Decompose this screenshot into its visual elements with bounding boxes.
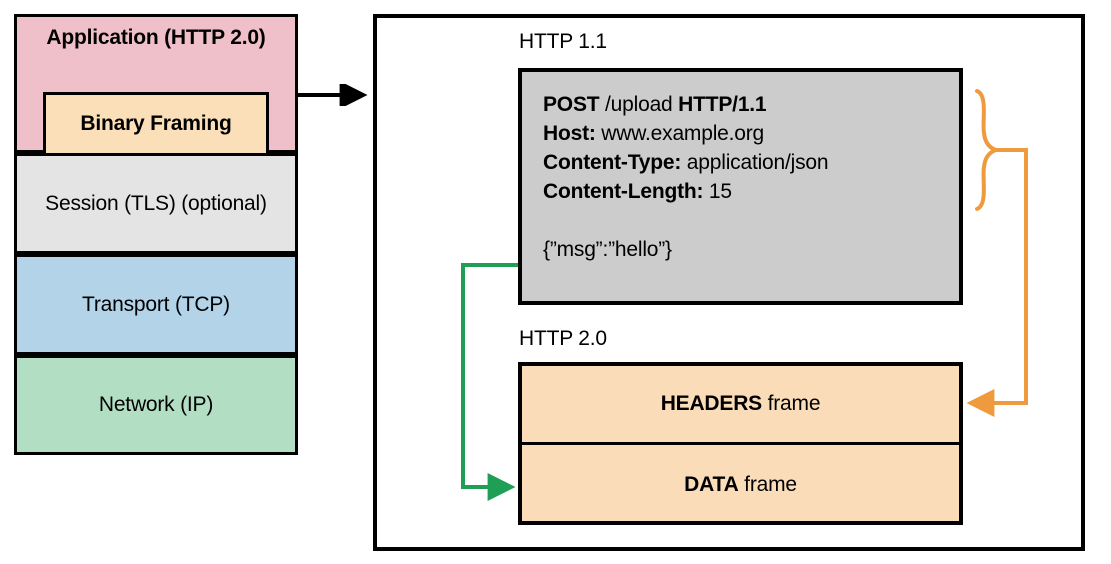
http11-header-content-type-value: application/json <box>681 151 829 174</box>
http11-header-host-value: www.example.org <box>595 122 765 145</box>
headers-frame-row: HEADERS frame <box>522 366 959 445</box>
headers-frame-suffix: frame <box>761 392 821 415</box>
http11-request-line: POST /upload HTTP/1.1 <box>543 90 959 119</box>
http11-message-box: POST /upload HTTP/1.1 Host: www.example.… <box>518 68 963 305</box>
data-frame-suffix: frame <box>738 472 797 496</box>
http11-version: HTTP/1.1 <box>678 93 767 116</box>
http11-header-host: Host: www.example.org <box>543 119 959 148</box>
headers-frame-label: HEADERS frame <box>661 392 821 416</box>
http11-body: {”msg”:”hello”} <box>543 238 672 261</box>
binary-framing-label: Binary Framing <box>80 112 232 136</box>
data-frame-label: DATA frame <box>684 473 797 497</box>
binary-framing-box: Binary Framing <box>43 92 269 156</box>
data-frame-row: DATA frame <box>522 445 959 524</box>
http11-header-content-length-name: Content-Length: <box>543 180 704 203</box>
http11-section-label: HTTP 1.1 <box>519 30 607 53</box>
data-frame-name: DATA <box>684 472 739 496</box>
http20-frames-box: HEADERS frame DATA frame <box>518 362 963 525</box>
http11-header-content-type-name: Content-Type: <box>543 151 682 174</box>
stack-layer-application-label: Application (HTTP 2.0) <box>46 26 266 49</box>
http11-header-content-length-value: 15 <box>703 180 732 203</box>
protocol-stack: Application (HTTP 2.0) Binary Framing Se… <box>14 14 298 455</box>
stack-layer-network: Network (IP) <box>14 355 298 455</box>
http11-header-content-type: Content-Type: application/json <box>543 148 959 177</box>
http11-header-content-length: Content-Length: 15 <box>543 177 959 206</box>
http11-path: /upload <box>599 93 679 116</box>
http11-method: POST <box>543 93 600 116</box>
stack-layer-network-label: Network (IP) <box>98 393 214 417</box>
http11-header-host-name: Host: <box>543 122 596 145</box>
stack-layer-transport-label: Transport (TCP) <box>82 292 230 316</box>
http20-section-label: HTTP 2.0 <box>519 327 607 350</box>
headers-frame-name: HEADERS <box>660 392 762 415</box>
stack-layer-session: Session (TLS) (optional) <box>14 153 298 254</box>
stack-to-panel-arrow-icon <box>296 84 368 106</box>
stack-layer-session-label: Session (TLS) (optional) <box>45 191 267 215</box>
stack-layer-transport: Transport (TCP) <box>14 254 298 355</box>
